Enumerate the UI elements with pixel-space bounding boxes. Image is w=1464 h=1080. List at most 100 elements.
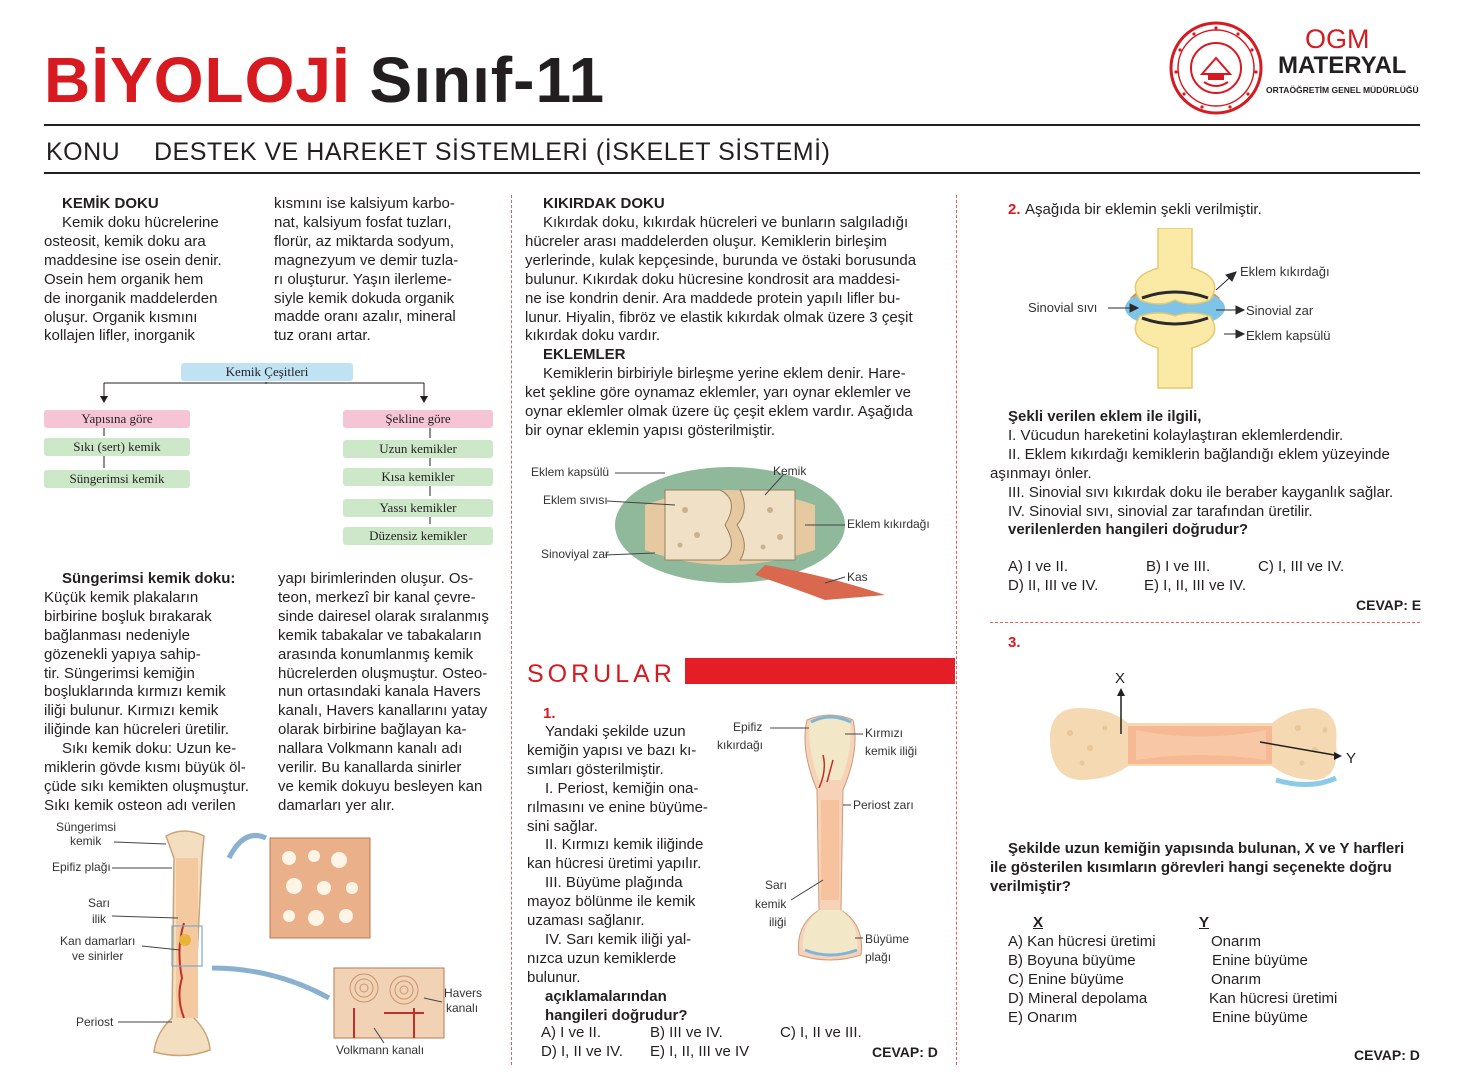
q1-number: 1. <box>543 705 556 722</box>
logo-ogm: OGM <box>1305 24 1370 54</box>
text-line: osteosit, kemik doku ara <box>44 232 206 250</box>
q2-number: 2. <box>1008 201 1021 218</box>
q3-option-x[interactable]: C) Enine büyüme <box>1008 971 1124 988</box>
text-line: kemik tabakalar ve tabakaların <box>278 626 482 644</box>
q3-option-x[interactable]: A) Kan hücresi üretimi <box>1008 933 1156 950</box>
diagram-right-title: Şekline göre <box>343 410 493 428</box>
q1-option[interactable]: B) III ve IV. <box>650 1024 723 1041</box>
q3-number: 3. <box>1008 634 1021 651</box>
q2-option[interactable]: C) I, III ve IV. <box>1258 558 1345 575</box>
q3-bone-figure: X Y <box>1040 668 1370 808</box>
diagram-right-item: Düzensiz kemikler <box>343 527 493 545</box>
q2-option[interactable]: B) I ve III. <box>1146 558 1211 575</box>
q2-intro: Aşağıda bir eklemin şekli verilmiştir. <box>1025 201 1262 218</box>
q2-option[interactable]: E) I, II, III ve IV. <box>1144 577 1246 594</box>
text-line: yapı birimlerinden oluşur. Os- <box>278 570 474 587</box>
q2-question: verilenlerden hangileri doğrudur? <box>1008 521 1249 539</box>
q3-stem: Şekilde uzun kemiğin yapısında bulunan, … <box>990 840 1420 897</box>
text-line: Osein hem organik hem <box>44 270 204 288</box>
text-line: Kıkırdak doku, kıkırdak hücreleri ve bun… <box>543 214 909 231</box>
diagram-right-item: Kısa kemikler <box>343 468 493 486</box>
q2-stem: Şekli verilen eklem ile ilgili, <box>1008 408 1202 425</box>
fig-label: Sinoviyal zar <box>541 547 610 561</box>
fig-label: Eklem kıkırdağı <box>847 517 930 531</box>
q3-option-y: Enine büyüme <box>1212 952 1308 969</box>
text-line: teon, merkezî bir kanal çevre- <box>278 588 476 606</box>
fig-label: Kan damarları <box>60 934 136 948</box>
text-line: oynar eklemler olmak üzere üç çeşit ekle… <box>525 402 913 420</box>
diagram-right-item: Uzun kemikler <box>343 440 493 458</box>
text-line: rı oluşturur. Yaşın ilerleme- <box>274 270 452 288</box>
text-line: IV. Sinovial sıvı, sinovial zar tarafınd… <box>1008 502 1313 520</box>
q3-option-x[interactable]: E) Onarım <box>1008 1009 1078 1026</box>
text-line: sımları gösterilmiştir. <box>527 760 664 778</box>
q3-answer: CEVAP: D <box>1354 1047 1420 1063</box>
text-line: madde oranı azalır, mineral <box>274 308 456 326</box>
text-line: lunur. Hiyalin, fibröz ve elastik kıkırd… <box>525 308 913 326</box>
q3-option-x[interactable]: D) Mineral depolama <box>1008 990 1148 1007</box>
text-line: III. Sinovial sıvı kıkırdak doku ile ber… <box>1008 483 1394 501</box>
text-line: nun ortasındaki kanala Havers <box>278 683 481 701</box>
text-line: Süngerimsi kemik doku: <box>62 570 236 587</box>
long-bone-xy-illustration <box>1050 688 1342 787</box>
eklemler-body: Kemiklerin birbiriyle birleşme yerine ek… <box>525 365 945 441</box>
text-line: nızca uzun kemiklerde <box>527 949 677 967</box>
q1-option[interactable]: D) I, II ve IV. <box>541 1043 623 1060</box>
q3-fig-y-label: Y <box>1346 750 1357 767</box>
q3-option-x[interactable]: B) Boyuna büyüme <box>1008 952 1136 969</box>
text-line: kısmını ise kalsiyum karbo- <box>274 195 455 212</box>
text-line: ile gösterilen kısımların görevleri hang… <box>990 858 1392 876</box>
text-line: III. Büyüme plağında <box>545 874 683 892</box>
fig-label: Eklem kıkırdağı <box>1240 264 1330 279</box>
text-line: Sıkı kemik osteon adı verilen <box>44 796 236 814</box>
fig-label: Sarı <box>765 878 788 892</box>
fig-label: Volkmann kanalı <box>336 1043 425 1057</box>
fig-label: Sinovial zar <box>1246 303 1314 318</box>
text-line: sinde dairesel olarak sıralanmış <box>278 607 489 625</box>
text-line: arasında konumlanmış kemik <box>278 645 474 663</box>
kemik-doku-col2: kısmını ise kalsiyum karbo- nat, kalsiyu… <box>274 195 504 346</box>
q1-option[interactable]: A) I ve II. <box>541 1024 602 1041</box>
column-divider-2 <box>956 195 957 1065</box>
fig-label: kemik iliği <box>865 744 918 758</box>
text-line: Yandaki şekilde uzun <box>545 723 686 740</box>
text-line: nat, kalsiyum fosfat tuzları, <box>274 213 452 231</box>
text-line: Küçük kemik plakaların <box>44 588 199 606</box>
text-line: gözenekli yapıya sahip- <box>44 645 201 663</box>
text-line: bulunur. Kıkırdak doku hücresine kondros… <box>525 270 901 288</box>
text-line: boşluklarında kırmızı kemik <box>44 683 226 701</box>
fig-label: ve sinirler <box>72 949 124 963</box>
diagram-root: Kemik Çeşitleri <box>181 363 353 381</box>
q3-col-y: Y <box>1199 914 1210 931</box>
text-line: kanalı, Havers kanallarını yatay <box>278 702 488 720</box>
fig-label: iliği <box>769 915 787 929</box>
logo-subtitle: ORTAÖĞRETİM GENEL MÜDÜRLÜĞÜ <box>1266 85 1419 95</box>
diagram-right-item: Yassı kemikler <box>343 499 493 517</box>
header-rule-bottom <box>44 172 1420 174</box>
text-line: mayoz bölünme ile kemik <box>527 893 696 911</box>
fig-label: plağı <box>865 950 892 964</box>
title-grade: Sınıf-11 <box>369 44 606 116</box>
q1-answer: CEVAP: D <box>872 1044 938 1060</box>
fig-label: Büyüme <box>865 932 910 946</box>
text-line: olarak birbirine bağlayan ka- <box>278 721 467 739</box>
ministry-seal-logo <box>1168 20 1264 116</box>
kemik-doku-col1: Kemik doku hücrelerine osteosit, kemik d… <box>44 214 269 346</box>
fig-label: Eklem kapsülü <box>1246 328 1331 343</box>
text-line: kan hücresi üretimi yapılır. <box>527 855 702 873</box>
q1-body: Yandaki şekilde uzun kemiğin yapısı ve b… <box>527 723 717 1026</box>
fig-label: ilik <box>92 912 106 926</box>
q2-option[interactable]: A) I ve II. <box>1008 558 1069 575</box>
joint-figure: Eklem kapsülü Eklem sıvısı Sinoviyal zar… <box>525 455 945 600</box>
q2-body: Şekli verilen eklem ile ilgili, I. Vücud… <box>990 408 1420 540</box>
q-divider <box>990 622 1420 623</box>
text-line: Sıkı kemik doku: Uzun ke- <box>62 740 237 758</box>
text-line: sini sağlar. <box>527 817 598 835</box>
text-line: kemiğin yapısı ve bazı kı- <box>527 741 697 759</box>
text-line: tuz oranı artar. <box>274 327 371 345</box>
q1-option[interactable]: E) I, II, III ve IV <box>650 1043 750 1060</box>
text-line: kıkırdak doku vardır. <box>525 327 661 345</box>
q2-option[interactable]: D) II, III ve IV. <box>1008 577 1099 594</box>
fig-label: Eklem sıvısı <box>543 493 608 507</box>
q1-option[interactable]: C) I, II ve III. <box>780 1024 862 1041</box>
